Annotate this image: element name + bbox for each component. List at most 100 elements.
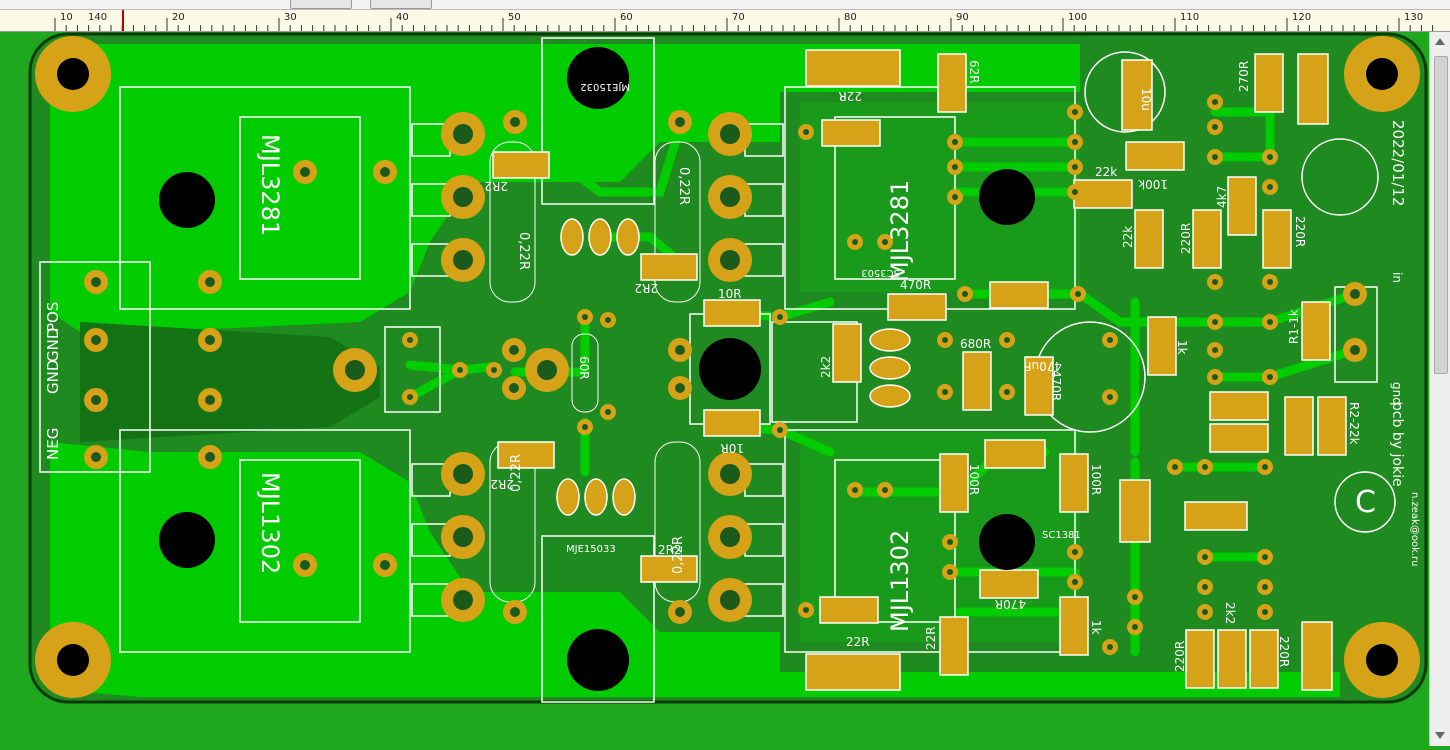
transistor-pad[interactable] <box>869 328 911 352</box>
tht-pad-small[interactable] <box>577 309 593 325</box>
tht-pad[interactable] <box>198 388 222 412</box>
smd-resistor[interactable] <box>989 281 1049 309</box>
tht-pad[interactable] <box>198 328 222 352</box>
smd-resistor[interactable] <box>979 569 1039 599</box>
tht-pad-small[interactable] <box>1197 459 1213 475</box>
tht-pad-large[interactable] <box>708 175 752 219</box>
smd-resistor[interactable] <box>887 293 947 321</box>
tht-pad-large[interactable] <box>708 452 752 496</box>
tht-pad-small[interactable] <box>947 189 963 205</box>
tht-pad-small[interactable] <box>1262 314 1278 330</box>
tht-pad-large[interactable] <box>441 112 485 156</box>
tht-pad[interactable] <box>84 328 108 352</box>
smd-capacitor[interactable] <box>1297 53 1329 125</box>
tht-pad-small[interactable] <box>1207 314 1223 330</box>
tht-pad-small[interactable] <box>937 332 953 348</box>
tht-pad-small[interactable] <box>1257 549 1273 565</box>
tht-pad[interactable] <box>668 600 692 624</box>
tht-pad[interactable] <box>84 388 108 412</box>
tht-pad-small[interactable] <box>1262 274 1278 290</box>
diode[interactable] <box>1209 391 1269 421</box>
tht-pad-small[interactable] <box>1127 619 1143 635</box>
tht-pad-small[interactable] <box>877 482 893 498</box>
smd-capacitor[interactable] <box>819 596 879 624</box>
tht-pad-large[interactable] <box>441 175 485 219</box>
tht-pad-small[interactable] <box>577 419 593 435</box>
smd-resistor-large[interactable] <box>805 49 901 87</box>
tht-pad-large[interactable] <box>708 515 752 559</box>
smd-resistor[interactable] <box>703 409 761 437</box>
tht-pad-small[interactable] <box>1102 389 1118 405</box>
tht-pad-small[interactable] <box>452 362 468 378</box>
smd-capacitor[interactable] <box>1301 621 1333 691</box>
tht-pad-large[interactable] <box>708 578 752 622</box>
smd-resistor[interactable] <box>1125 141 1185 171</box>
smd-capacitor[interactable] <box>832 323 862 383</box>
tht-pad-small[interactable] <box>1197 579 1213 595</box>
tht-pad-small[interactable] <box>798 124 814 140</box>
tht-pad-small[interactable] <box>1207 119 1223 135</box>
tht-pad[interactable] <box>502 376 526 400</box>
tht-pad-small[interactable] <box>947 134 963 150</box>
tht-pad-small[interactable] <box>947 159 963 175</box>
tht-pad-small[interactable] <box>402 332 418 348</box>
tht-pad[interactable] <box>1343 338 1367 362</box>
tht-pad-small[interactable] <box>1262 149 1278 165</box>
tht-pad[interactable] <box>1343 282 1367 306</box>
tht-pad-small[interactable] <box>1262 179 1278 195</box>
toolbar-button[interactable] <box>370 0 432 9</box>
tht-pad-small[interactable] <box>877 234 893 250</box>
tht-pad-small[interactable] <box>999 332 1015 348</box>
tht-pad[interactable] <box>293 553 317 577</box>
tht-pad-small[interactable] <box>1197 604 1213 620</box>
tht-pad-small[interactable] <box>1257 579 1273 595</box>
tht-pad-small[interactable] <box>847 482 863 498</box>
scroll-up-icon[interactable] <box>1435 38 1445 45</box>
smd-capacitor[interactable] <box>1121 59 1153 131</box>
tht-pad-small[interactable] <box>1067 159 1083 175</box>
tht-pad-small[interactable] <box>1207 369 1223 385</box>
smd-resistor[interactable] <box>1185 629 1215 689</box>
smd-capacitor[interactable] <box>984 439 1046 469</box>
scroll-down-icon[interactable] <box>1435 732 1445 739</box>
tht-pad[interactable] <box>668 376 692 400</box>
tht-pad[interactable] <box>373 553 397 577</box>
smd-resistor[interactable] <box>1254 53 1284 113</box>
smd-resistor[interactable] <box>1227 176 1257 236</box>
transistor-pad[interactable] <box>584 478 608 516</box>
tht-pad[interactable] <box>84 445 108 469</box>
tht-pad-small[interactable] <box>402 389 418 405</box>
smd-resistor[interactable] <box>1134 209 1164 269</box>
smd-resistor[interactable] <box>937 53 967 113</box>
smd-resistor[interactable] <box>1059 453 1089 513</box>
tht-pad-small[interactable] <box>1067 134 1083 150</box>
tht-pad-small[interactable] <box>942 534 958 550</box>
tht-pad-small[interactable] <box>1070 286 1086 302</box>
tht-pad[interactable] <box>503 600 527 624</box>
smd-resistor[interactable] <box>1262 209 1292 269</box>
pcb-canvas[interactable]: MJL3281 MJL1302 MJL3281 MJL1302 2R2 2R2 … <box>0 32 1428 746</box>
tht-pad-small[interactable] <box>942 564 958 580</box>
smd-resistor[interactable] <box>1301 301 1331 361</box>
transistor-pad[interactable] <box>616 218 640 256</box>
smd-capacitor[interactable] <box>821 119 881 147</box>
tht-pad-small[interactable] <box>486 362 502 378</box>
smd-resistor[interactable] <box>1192 209 1222 269</box>
transistor-pad[interactable] <box>869 356 911 380</box>
tht-pad-small[interactable] <box>1207 94 1223 110</box>
tht-pad-small[interactable] <box>1127 589 1143 605</box>
smd-resistor[interactable] <box>939 616 969 676</box>
tht-pad[interactable] <box>198 270 222 294</box>
transistor-pad[interactable] <box>869 384 911 408</box>
tht-pad-large[interactable] <box>441 238 485 282</box>
tht-pad-small[interactable] <box>1067 574 1083 590</box>
tht-pad-large[interactable] <box>441 578 485 622</box>
smd-resistor[interactable] <box>703 299 761 327</box>
tht-pad-large[interactable] <box>708 238 752 282</box>
smd-capacitor[interactable] <box>1284 396 1314 456</box>
tht-pad[interactable] <box>503 110 527 134</box>
tht-pad-small[interactable] <box>1207 149 1223 165</box>
tht-pad-small[interactable] <box>1067 184 1083 200</box>
tht-pad-small[interactable] <box>772 309 788 325</box>
tht-pad-small[interactable] <box>1167 459 1183 475</box>
